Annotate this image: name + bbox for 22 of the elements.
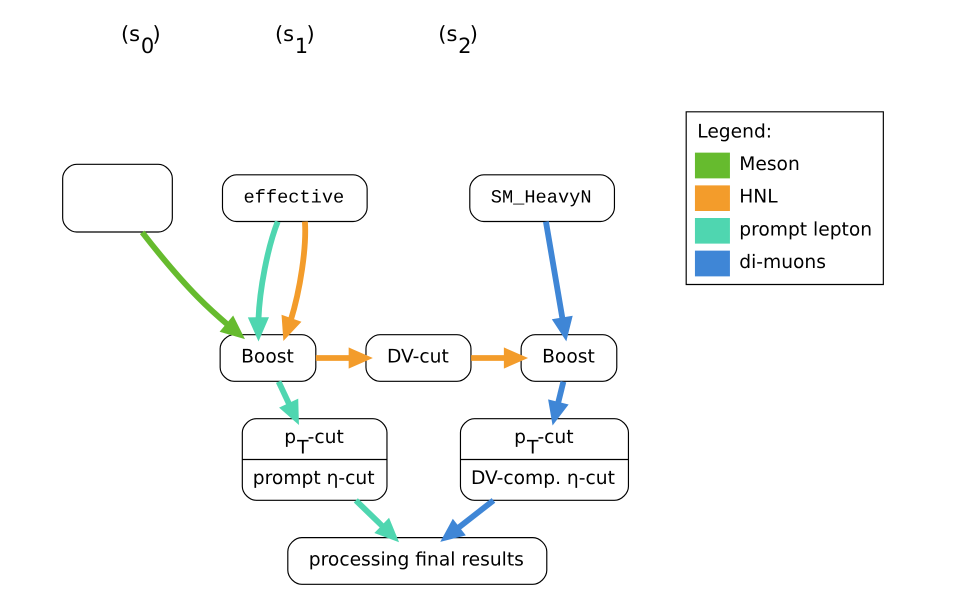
node-box: DV-cut bbox=[364, 334, 472, 382]
node-box: Boost bbox=[219, 334, 316, 382]
arrow bbox=[353, 498, 399, 542]
legend-label: HNL bbox=[738, 186, 778, 208]
arrow bbox=[281, 221, 308, 342]
legend-label: di-muons bbox=[738, 252, 826, 273]
node-box bbox=[62, 164, 172, 233]
arrow bbox=[440, 498, 495, 542]
arrow bbox=[247, 220, 280, 342]
arrow bbox=[139, 230, 244, 340]
legend-label: Meson bbox=[738, 154, 800, 175]
arrow bbox=[542, 221, 572, 342]
label: Legend: bbox=[696, 121, 772, 142]
arrow bbox=[470, 347, 528, 369]
node-box: Boost bbox=[520, 334, 617, 382]
arrow bbox=[548, 380, 568, 426]
node-box: effective bbox=[221, 174, 368, 222]
node-box: processing final results bbox=[286, 537, 547, 585]
arrow bbox=[275, 380, 298, 425]
node-box: SM_HeavyN bbox=[468, 174, 615, 222]
legend-label: prompt lepton bbox=[738, 219, 872, 240]
arrow bbox=[315, 347, 372, 369]
